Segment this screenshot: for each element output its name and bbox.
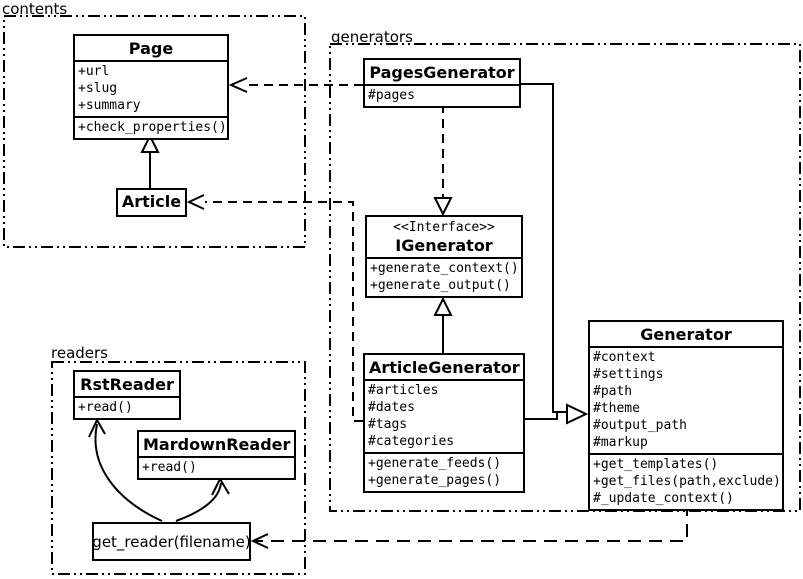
package-border-readers — [51, 361, 306, 575]
attributes-compartment: #articles #dates #tags #categories — [365, 379, 523, 452]
uml-method: +read() — [142, 460, 197, 475]
attributes-compartment: #pages — [365, 84, 519, 106]
inheritance-generators-to-generator — [521, 83, 589, 425]
uml-attribute: #tags — [368, 417, 408, 432]
uml-attribute: #path — [593, 384, 633, 399]
methods-compartment: +read() — [139, 456, 294, 478]
arrow-getreader-to-mardownreader — [175, 476, 230, 522]
class-box-pagesgenerator: PagesGenerator #pages — [363, 58, 521, 108]
uml-attribute: +summary — [78, 98, 141, 113]
class-box-article: Article — [116, 188, 187, 217]
methods-compartment: +get_templates() +get_files(path,exclude… — [590, 453, 782, 509]
class-stereotype: <<Interface>> — [393, 220, 495, 235]
attributes-compartment: #context #settings #path #theme #output_… — [590, 346, 782, 453]
node-get-reader-label: get_reader(filename) — [92, 532, 251, 551]
open-arrowhead — [186, 194, 205, 210]
class-title: Page — [128, 39, 174, 58]
methods-compartment: +read() — [75, 396, 179, 418]
class-box-articlegenerator: ArticleGenerator #articles #dates #tags … — [363, 353, 525, 493]
realization-pagesgenerator-to-igenerator — [433, 104, 453, 217]
class-box-page: Page +url +slug +summary +check_properti… — [73, 34, 229, 140]
class-box-rstreader: RstReader +read() — [73, 370, 181, 420]
hollow-triangle-arrowhead — [566, 403, 589, 425]
uml-attribute: +slug — [78, 81, 118, 96]
package-label-contents: contents — [2, 0, 68, 18]
open-arrowhead — [250, 533, 269, 549]
inheritance-article-to-page — [140, 133, 160, 188]
uml-attribute: #pages — [368, 88, 415, 103]
class-title: MardownReader — [143, 435, 291, 454]
hollow-triangle-arrowhead — [433, 197, 453, 217]
uml-method: +generate_feeds() — [368, 456, 502, 471]
uml-method: +generate_output() — [370, 278, 511, 293]
inheritance-articlegenerator-to-igenerator — [433, 296, 453, 353]
uml-attribute: #categories — [368, 434, 455, 449]
class-title: Article — [121, 192, 182, 211]
open-arrowhead — [88, 417, 106, 438]
dependency-generator-to-getreader — [250, 503, 688, 549]
methods-compartment: +generate_context() +generate_output() — [367, 257, 521, 296]
uml-attribute: #context — [593, 350, 656, 365]
uml-attribute: #articles — [368, 383, 439, 398]
open-arrowhead — [228, 77, 248, 93]
uml-attribute: #dates — [368, 400, 415, 415]
uml-method: +generate_context() — [370, 261, 519, 276]
uml-method: +read() — [78, 400, 133, 415]
uml-attribute: #markup — [593, 435, 648, 450]
attributes-compartment: +url +slug +summary — [75, 60, 227, 116]
class-box-mardownreader: MardownReader +read() — [137, 430, 296, 480]
methods-compartment: +check_properties() — [75, 116, 227, 138]
package-label-generators: generators — [331, 28, 413, 46]
node-get-reader: get_reader(filename) — [92, 522, 251, 561]
uml-method: +generate_pages() — [368, 473, 502, 488]
package-border-generators — [329, 43, 801, 512]
uml-method: +check_properties() — [78, 120, 227, 135]
uml-attribute: #output_path — [593, 418, 687, 433]
dependency-pagesgenerator-to-page — [228, 77, 363, 93]
uml-attribute: +url — [78, 64, 110, 79]
hollow-triangle-arrowhead — [433, 296, 453, 316]
hollow-triangle-arrowhead — [140, 133, 160, 153]
package-label-readers: readers — [51, 344, 108, 362]
class-title: RstReader — [80, 375, 174, 394]
uml-attribute: #settings — [593, 367, 664, 382]
uml-method: +get_templates() — [593, 457, 719, 472]
class-title: Generator — [640, 325, 732, 344]
uml-method: +get_files(path,exclude) — [593, 474, 781, 489]
uml-method: #_update_context() — [593, 491, 734, 506]
dependency-articlegenerator-to-article — [186, 194, 363, 422]
uml-attribute: #theme — [593, 401, 640, 416]
class-box-generator: Generator #context #settings #path #them… — [588, 320, 784, 511]
arrow-getreader-to-rstreader — [88, 417, 163, 522]
methods-compartment: +generate_feeds() +generate_pages() — [365, 452, 523, 491]
class-title: PagesGenerator — [369, 63, 515, 82]
package-border-contents — [3, 15, 306, 248]
class-title: IGenerator — [395, 236, 493, 255]
class-box-igenerator: <<Interface>> IGenerator +generate_conte… — [365, 215, 523, 298]
class-title: ArticleGenerator — [369, 358, 520, 377]
